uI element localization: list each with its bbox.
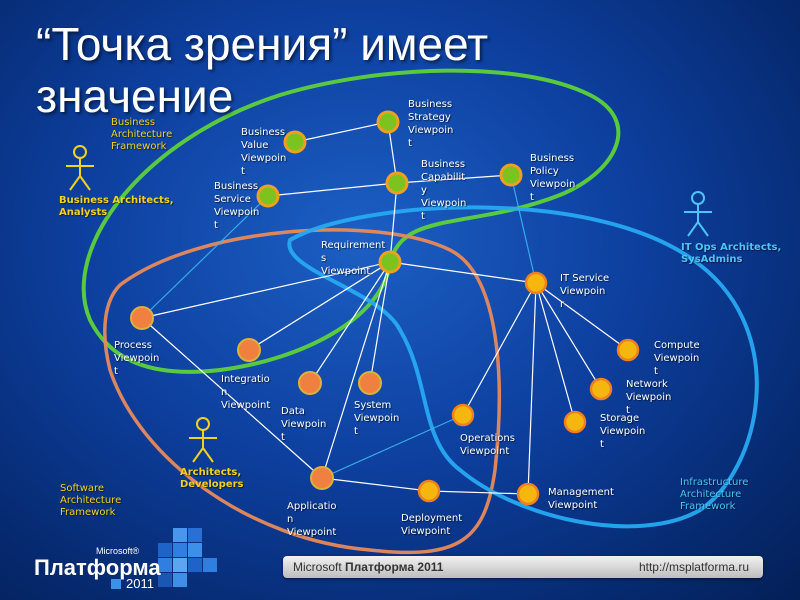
integration-label: Integratio n Viewpoint (221, 374, 271, 411)
business-value-label: Business Value Viewpoin t (241, 127, 287, 177)
logo-year-square-icon (111, 579, 121, 589)
infrastructure-framework-label: Infrastructure Architecture Framework (680, 477, 749, 512)
node-business-service[interactable] (256, 184, 280, 208)
footer-url-link[interactable]: http://msplatforma.ru (638, 560, 749, 574)
node-compute[interactable] (616, 338, 640, 362)
business-actor-icon (66, 145, 94, 191)
business-service-label: Business Service Viewpoin t (214, 181, 260, 231)
itops-actor-icon (684, 191, 712, 237)
cross-links (141, 174, 537, 479)
system-label: System Viewpoin t (354, 400, 400, 437)
node-data[interactable] (298, 371, 322, 395)
process-label: Process Viewpoin t (114, 340, 160, 377)
node-deployment[interactable] (417, 479, 441, 503)
footer-brand: Microsoft Платформа 2011 (293, 560, 443, 574)
business-framework-ring (81, 68, 621, 374)
business-policy-label: Business Policy Viewpoin t (530, 153, 576, 203)
management-label: Management Viewpoint (548, 487, 614, 511)
business-strategy-label: Business Strategy Viewpoin t (408, 99, 454, 149)
node-it-service[interactable] (524, 271, 548, 295)
node-business-strategy[interactable] (376, 110, 400, 134)
software-framework-label: Software Architecture Framework (60, 483, 122, 518)
node-business-policy[interactable] (499, 163, 523, 187)
footer-brand-name: Платформа 2011 (345, 560, 444, 574)
node-system[interactable] (358, 371, 382, 395)
node-operations[interactable] (451, 403, 475, 427)
application-label: Applicatio n Viewpoint (287, 501, 337, 538)
infrastructure-nodes (417, 271, 640, 506)
software-framework-ring (103, 228, 501, 555)
node-storage[interactable] (563, 410, 587, 434)
it-service-label: IT Service Viewpoin r (560, 273, 610, 310)
network-label: Network Viewpoin t (626, 379, 672, 416)
deployment-label: Deployment Viewpoint (401, 513, 463, 537)
node-business-capability[interactable] (385, 171, 409, 195)
connection-lines (141, 121, 629, 495)
storage-label: Storage Viewpoin t (600, 413, 646, 450)
business-framework-label: Business Architecture Framework (111, 117, 173, 152)
requirements-label: Requirement s Viewpoint (321, 240, 386, 277)
logo-year-text: 2011 (126, 576, 154, 591)
logo-microsoft-text: Microsoft® (96, 546, 140, 556)
node-integration[interactable] (237, 338, 261, 362)
data-label: Data Viewpoin t (281, 406, 327, 443)
node-process[interactable] (130, 306, 154, 330)
node-network[interactable] (589, 377, 613, 401)
itops-actor-label: IT Ops Architects, SysAdmins (681, 242, 782, 265)
node-application[interactable] (310, 466, 334, 490)
business-actor-label: Business Architects, Analysts (59, 195, 174, 218)
compute-label: Compute Viewpoin t (654, 340, 700, 377)
node-management[interactable] (516, 482, 540, 506)
business-nodes (256, 110, 523, 274)
software-nodes (130, 306, 382, 490)
footer-bar: Microsoft Платформа 2011 http://msplatfo… (283, 556, 763, 578)
business-capability-label: Business Capabilit y Viewpoin t (421, 159, 467, 222)
slide-title: “Точка зрения” имеет значение (36, 18, 489, 122)
logo-platforma-text: Платформа (34, 555, 161, 580)
developer-actor-label: Architects, Developers (180, 467, 244, 490)
node-requirements[interactable] (378, 250, 402, 274)
developer-actor-icon (189, 417, 217, 463)
footer-brand-prefix: Microsoft (293, 560, 342, 574)
platforma-logo-icon (158, 528, 217, 587)
node-business-value[interactable] (283, 130, 307, 154)
operations-label: Operations Viewpoint (460, 433, 515, 457)
infrastructure-framework-ring (287, 205, 759, 529)
